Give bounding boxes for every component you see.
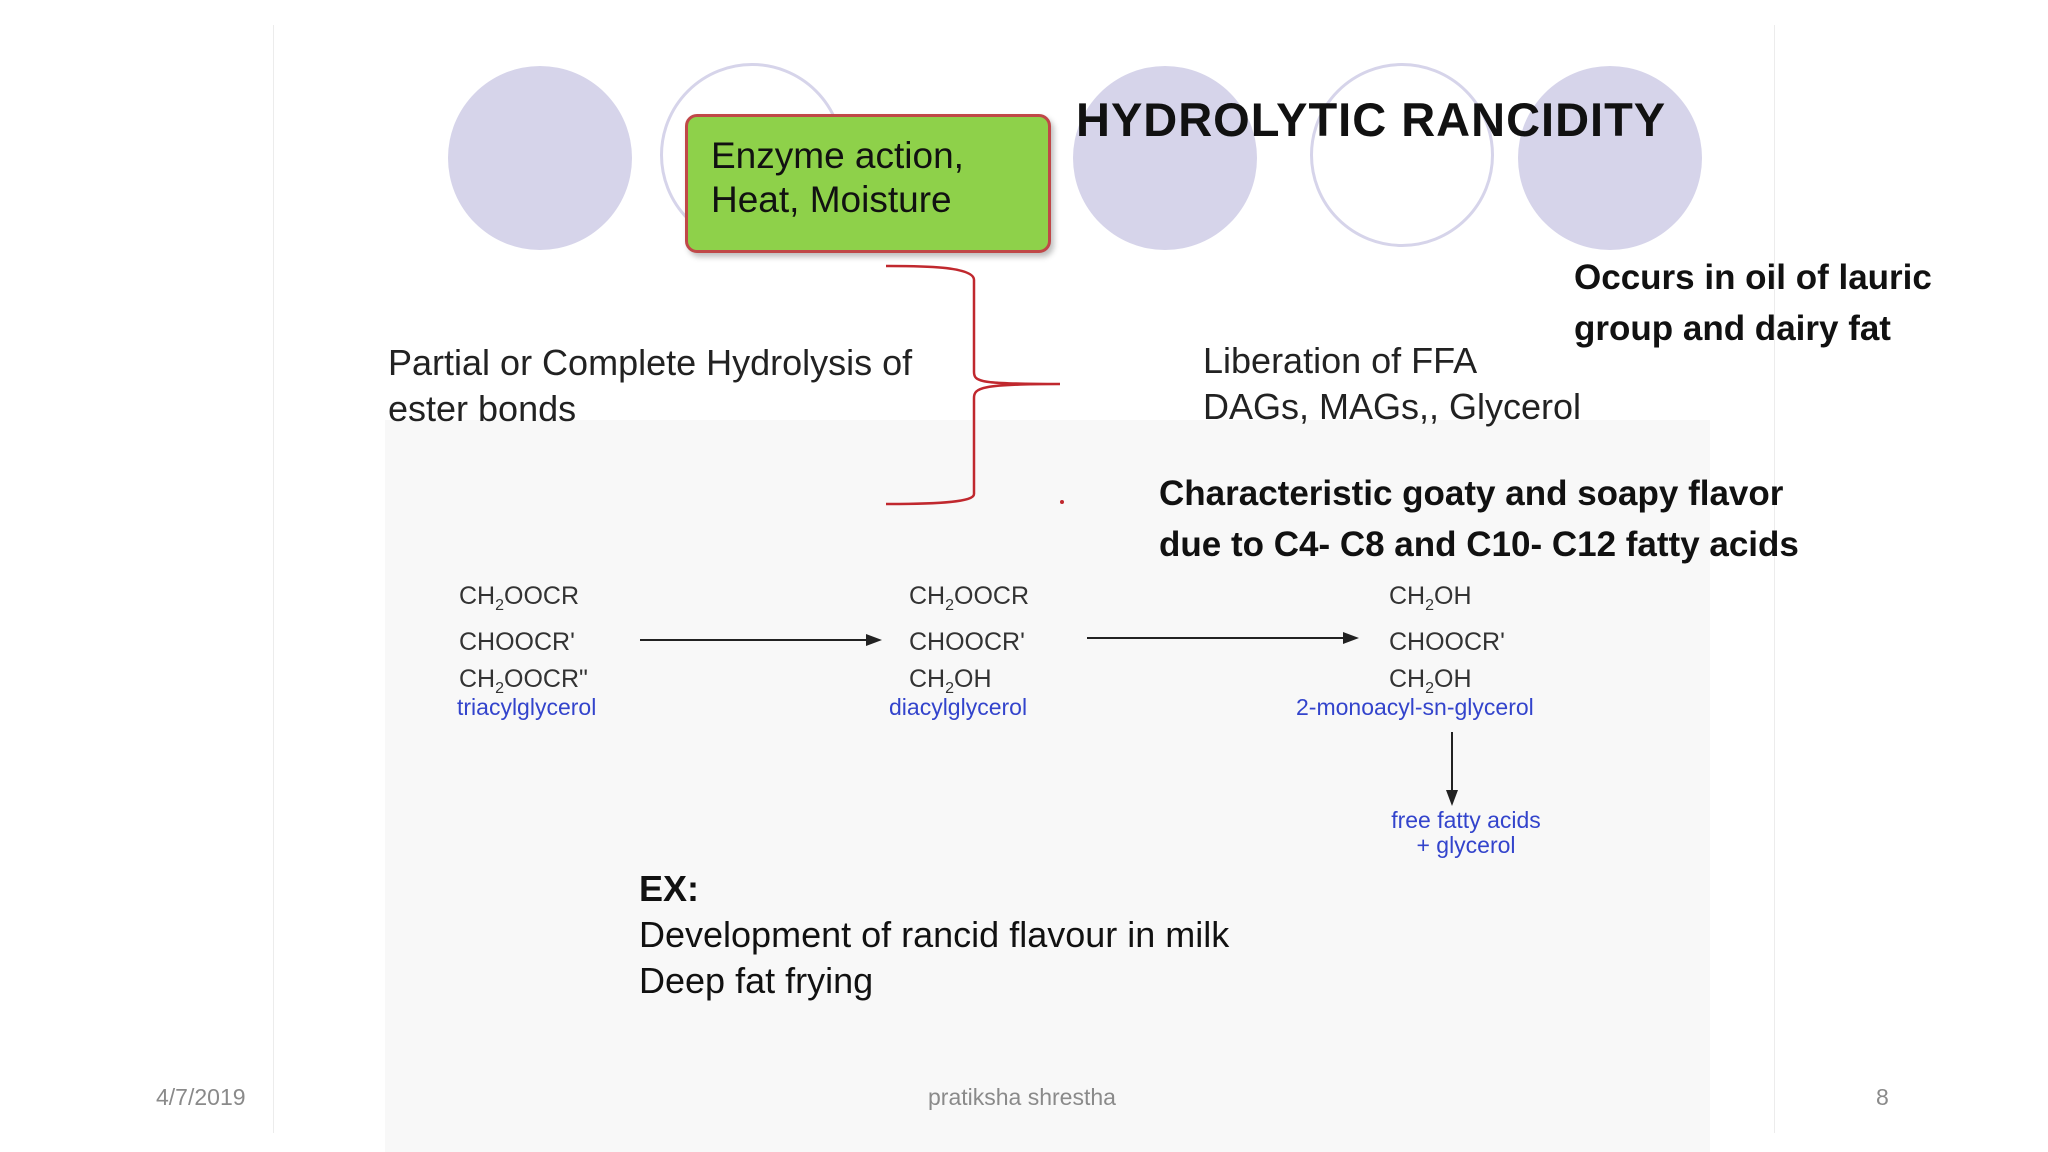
dag-line-2: CHOOCR' xyxy=(909,628,1025,656)
decor-circle-1 xyxy=(448,66,632,250)
arrow-2-icon xyxy=(1087,632,1359,644)
slide-title: HYDROLYTIC RANCIDITY xyxy=(1076,93,1667,146)
slide-edge-right xyxy=(1774,25,1775,1133)
arrow-1-icon xyxy=(640,634,882,646)
tag-label: triacylglycerol xyxy=(457,694,597,720)
mag-line-2: CHOOCR' xyxy=(1389,628,1505,656)
flavor-line-2: due to C4- C8 and C10- C12 fatty acids xyxy=(1159,525,1799,564)
dag-line-3: CH2OH xyxy=(909,665,992,697)
example-item-2: Deep fat frying xyxy=(639,960,874,1001)
cause-box: Enzyme action, Heat, Moisture xyxy=(685,114,1051,253)
hydrolysis-line-2: ester bonds xyxy=(388,388,577,429)
decor-circle-5 xyxy=(1518,66,1702,250)
tag-line-3: CH2OOCR" xyxy=(459,665,588,697)
products-label: free fatty acids + glycerol xyxy=(1366,808,1566,858)
mag-line-1: CH2OH xyxy=(1389,582,1472,614)
example-item-1: Development of rancid flavour in milk xyxy=(639,914,1230,955)
flavor-line-1: Characteristic goaty and soapy flavor xyxy=(1159,474,1784,513)
content-panel xyxy=(385,420,1710,1152)
examples-block: EX: Development of rancid flavour in mil… xyxy=(639,866,1229,1004)
liberation-line-1: Liberation of FFA xyxy=(1203,340,1478,381)
dag-structure: CH2OOCR CHOOCR' CH2OH xyxy=(909,578,1029,707)
examples-heading: EX: xyxy=(639,868,700,909)
tag-structure: CH2OOCR CHOOCR' CH2OOCR" xyxy=(459,578,588,707)
tag-line-1: CH2OOCR xyxy=(459,582,580,614)
decor-circle-3 xyxy=(1073,66,1257,250)
flavor-note: Characteristic goaty and soapy flavor du… xyxy=(1159,468,1799,570)
occurs-line-1: Occurs in oil of lauric xyxy=(1574,258,1932,297)
brace-icon xyxy=(885,264,1064,506)
dag-line-1: CH2OOCR xyxy=(909,582,1030,614)
mag-line-3: CH2OH xyxy=(1389,665,1472,697)
liberation-line-2: DAGs, MAGs,, Glycerol xyxy=(1203,386,1582,427)
cause-line-1: Enzyme action, xyxy=(711,135,964,176)
products-line-1: free fatty acids xyxy=(1391,807,1541,833)
hydrolysis-text: Partial or Complete Hydrolysis of ester … xyxy=(388,340,912,432)
occurs-note: Occurs in oil of lauric group and dairy … xyxy=(1574,252,1932,354)
mag-label: 2-monoacyl-sn-glycerol xyxy=(1296,694,1534,720)
dag-label: diacylglycerol xyxy=(889,694,1028,720)
footer-date: 4/7/2019 xyxy=(156,1084,246,1110)
tag-line-2: CHOOCR' xyxy=(459,628,575,656)
cause-line-2: Heat, Moisture xyxy=(711,179,952,220)
occurs-line-2: group and dairy fat xyxy=(1574,309,1891,348)
footer-page-number: 8 xyxy=(1876,1084,1889,1110)
products-line-2: + glycerol xyxy=(1416,832,1516,858)
footer-author: pratiksha shrestha xyxy=(928,1084,1116,1110)
liberation-text: Liberation of FFA DAGs, MAGs,, Glycerol xyxy=(1203,338,1581,430)
decor-circle-4 xyxy=(1310,63,1494,247)
slide-edge-left xyxy=(273,25,274,1133)
arrow-down-icon xyxy=(1446,732,1458,806)
mag-structure: CH2OH CHOOCR' CH2OH xyxy=(1389,578,1505,707)
hydrolysis-line-1: Partial or Complete Hydrolysis of xyxy=(388,342,913,383)
